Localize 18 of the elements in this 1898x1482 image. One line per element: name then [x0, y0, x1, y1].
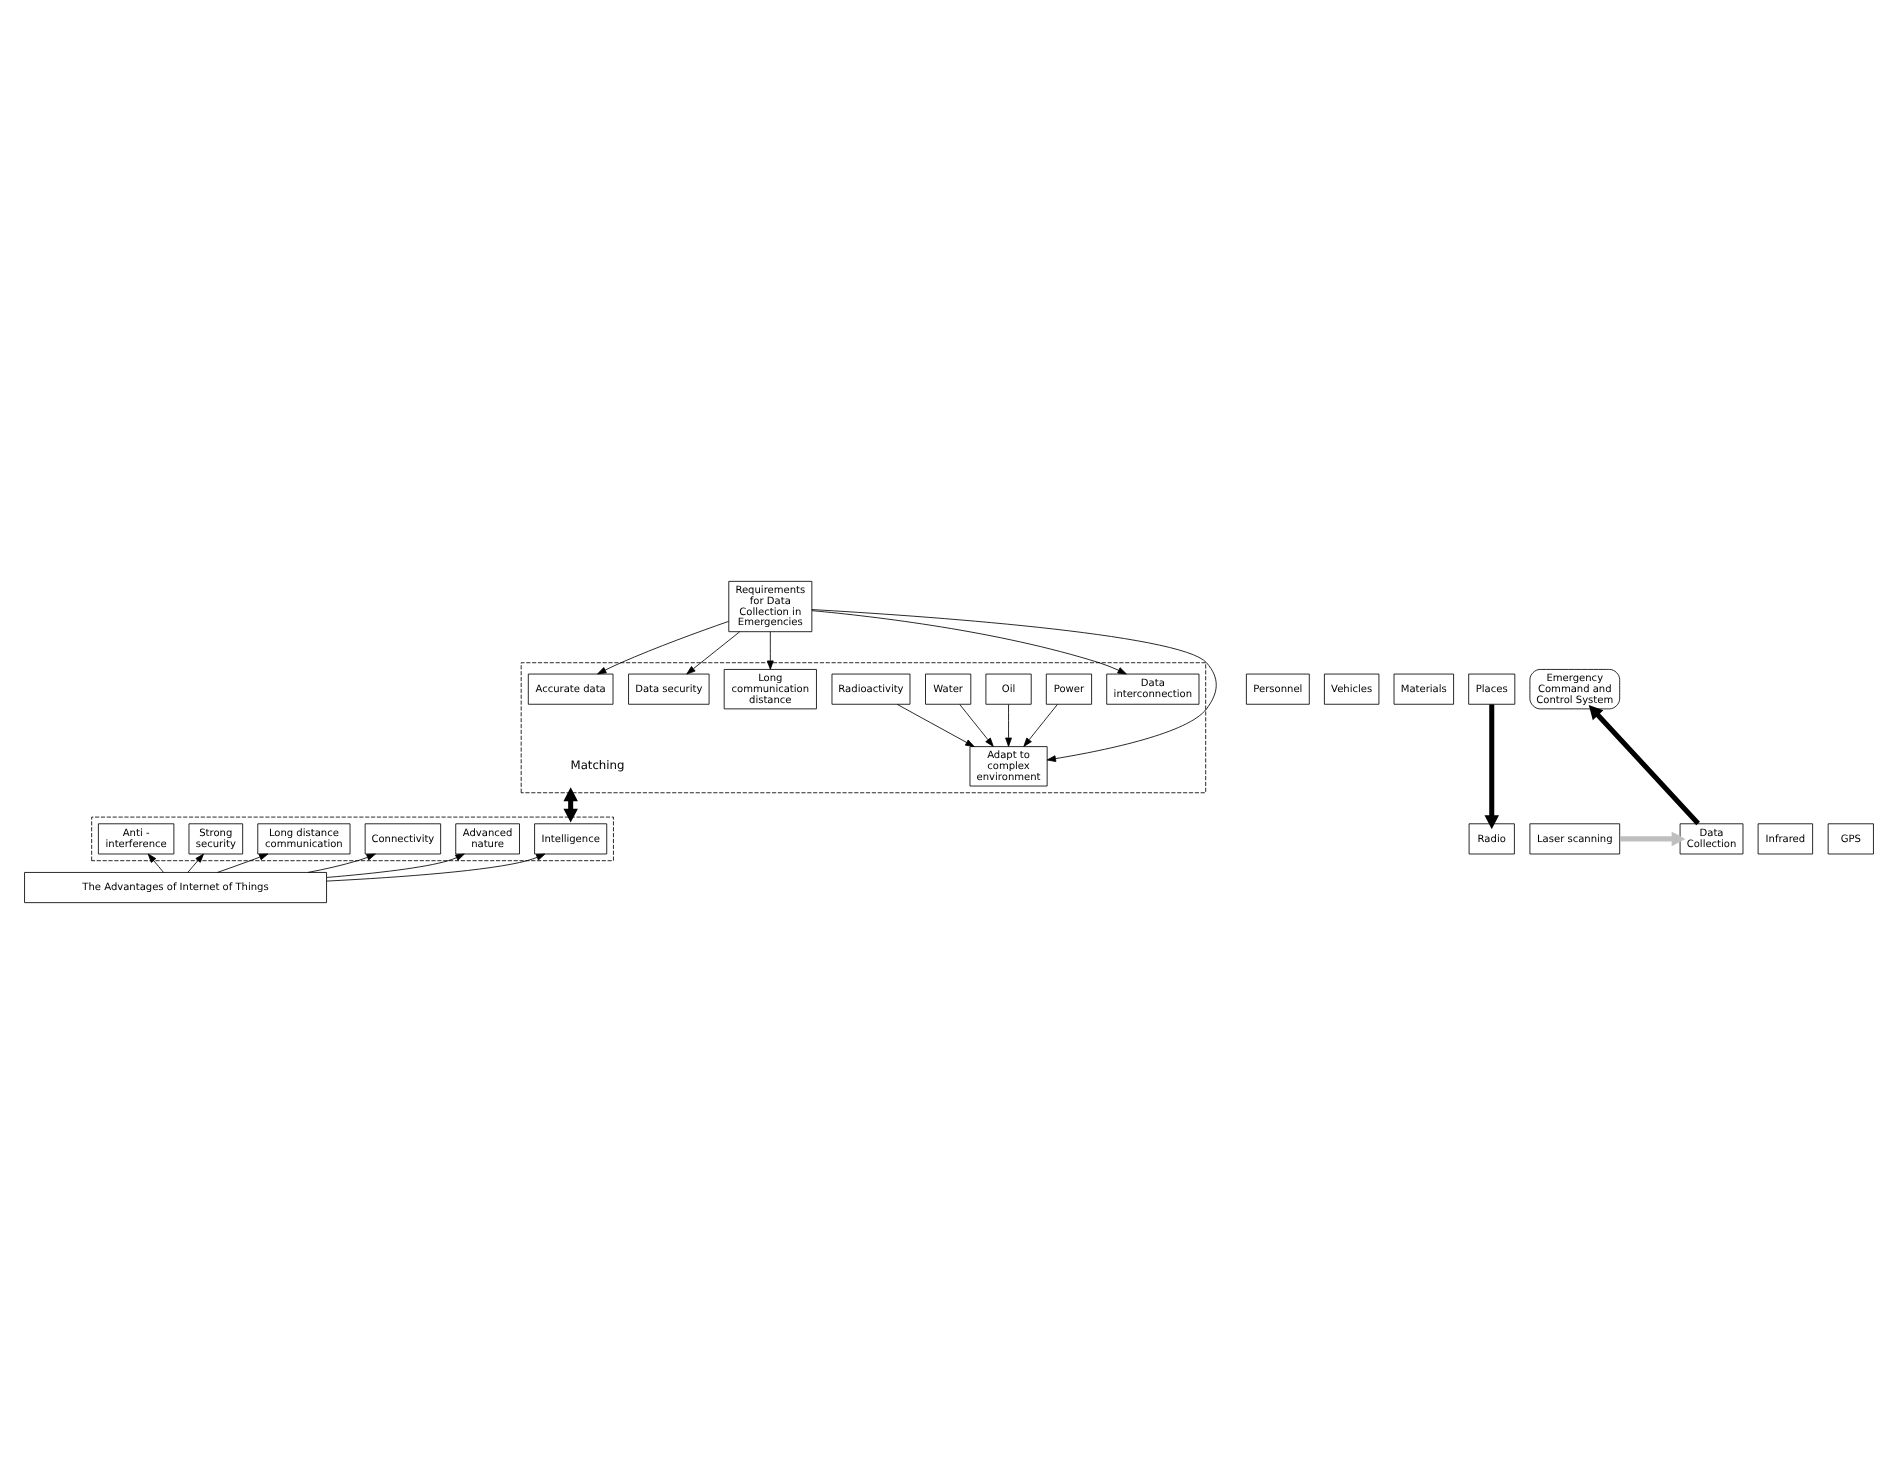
arrow	[1588, 704, 1700, 825]
arrow	[811, 608, 1217, 761]
arrow	[187, 852, 204, 872]
arrow	[326, 852, 465, 877]
arrow	[1484, 703, 1499, 829]
arrow	[766, 630, 774, 669]
arrow	[326, 852, 546, 881]
arrow	[217, 852, 269, 872]
arrow	[686, 630, 740, 674]
arrow	[896, 702, 975, 746]
arrow	[1619, 830, 1686, 846]
arrow	[307, 852, 376, 872]
arrow	[811, 609, 1127, 674]
arrow	[147, 852, 164, 872]
arrow	[1005, 703, 1012, 746]
arrow	[959, 703, 994, 746]
arrow	[1023, 703, 1058, 746]
arrow	[597, 619, 730, 674]
